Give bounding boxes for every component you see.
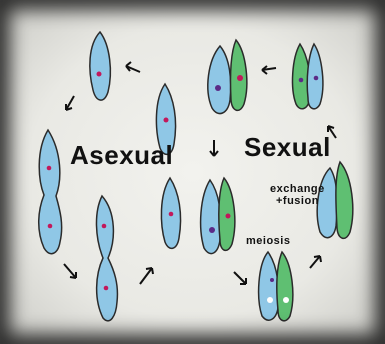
meiosis-label: meiosis (246, 236, 290, 247)
sexual-pair-exchange (317, 162, 353, 238)
sexual-pair-meiosis (259, 252, 293, 321)
asexual-cell-dividing (96, 196, 117, 321)
asexual-cell-right (161, 178, 180, 248)
exchange-label: exchange (270, 184, 325, 195)
fusion-label: +fusion (276, 196, 319, 207)
sexual-pair-top (208, 40, 247, 114)
asexual-cell-top (90, 32, 111, 100)
asexual-label: Asexual (70, 140, 173, 171)
sexual-pair-left (201, 178, 235, 254)
sexual-label: Sexual (244, 132, 331, 163)
sexual-pair-top-right (293, 44, 323, 109)
asexual-cell-left (39, 130, 62, 254)
